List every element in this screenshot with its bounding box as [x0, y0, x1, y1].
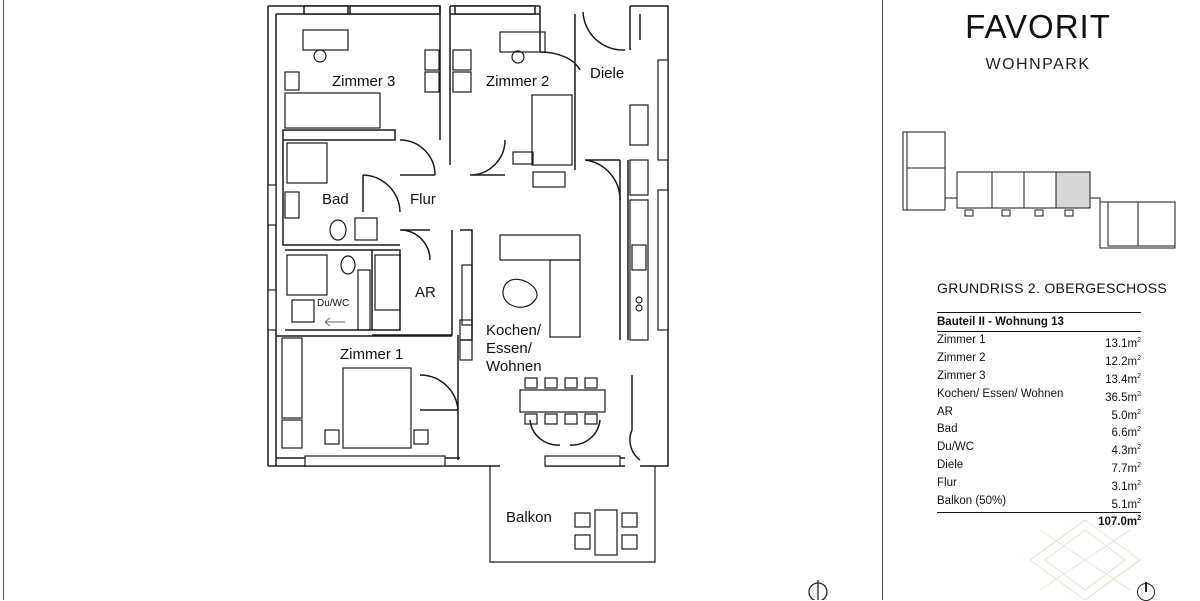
- room-area: 4.3m2: [1111, 444, 1141, 458]
- label-wohnen: Wohnen: [486, 358, 542, 375]
- wall-z3-bad: [282, 129, 396, 141]
- unit-highlight: [1055, 171, 1091, 209]
- label-flur: Flur: [410, 191, 436, 208]
- wall-z1: [276, 335, 459, 460]
- label-bad: Bad: [322, 191, 349, 208]
- door-z1: [419, 374, 459, 411]
- label-zimmer2: Zimmer 2: [486, 73, 549, 90]
- room-area: 5.1m2: [1111, 498, 1141, 511]
- room-area: 3.1m2: [1111, 480, 1141, 493]
- door-diele: [584, 159, 621, 201]
- room-name: Bad: [937, 423, 958, 436]
- door-bad: [362, 174, 401, 213]
- label-ar: AR: [415, 284, 436, 301]
- label-essen: Essen/: [486, 340, 533, 357]
- room-name: Zimmer 1: [937, 334, 986, 346]
- key-plan: [902, 131, 1176, 249]
- decorative-pattern: [1030, 520, 1140, 600]
- bad-outline: [282, 140, 400, 246]
- right-frame-line: [882, 0, 883, 600]
- room-name: Balkon (50%): [937, 495, 1007, 508]
- label-kochen: Kochen/: [486, 322, 542, 339]
- room-area: 36.5m2: [1105, 390, 1141, 404]
- kitchen-counter-wall: [619, 160, 629, 340]
- room-area: 12.2m2: [1105, 354, 1141, 368]
- area-row: Balkon (50%) 5.1m2: [937, 493, 1141, 511]
- north-arrow-icon: [808, 580, 828, 600]
- room-area: 7.7m2: [1111, 462, 1141, 476]
- north-arrow-icon: [1137, 582, 1155, 601]
- area-row: Zimmer 2 12.2m2: [937, 350, 1141, 368]
- brand-logo: FAVORIT WOHNPARK: [938, 8, 1138, 74]
- room-area: 6.6m2: [1111, 426, 1141, 440]
- area-row: AR 5.0m2: [937, 404, 1141, 422]
- area-row: Kochen/ Essen/ Wohnen 36.5m2: [937, 386, 1141, 404]
- label-diele: Diele: [590, 65, 624, 82]
- unit-heading: Bauteil II - Wohnung 13: [937, 312, 1141, 332]
- label-duwc: Du/WC: [317, 298, 349, 309]
- brand-title: FAVORIT: [965, 8, 1111, 45]
- room-name: Diele: [937, 459, 964, 472]
- area-row: Du/WC 4.3m2: [937, 439, 1141, 457]
- label-balkon: Balkon: [506, 509, 552, 526]
- wall-z3-z2: [439, 6, 451, 165]
- label-zimmer1: Zimmer 1: [340, 346, 403, 363]
- room-name: Kochen/ Essen/ Wohnen: [937, 387, 1064, 400]
- ar-outline: [371, 230, 453, 336]
- door-z2: [469, 139, 506, 176]
- room-area: 13.1m2: [1105, 337, 1141, 350]
- room-area: 13.4m2: [1105, 372, 1141, 386]
- area-row: Bad 6.6m2: [937, 421, 1141, 439]
- brand-subtitle: WOHNPARK: [985, 56, 1091, 73]
- room-name: Flur: [937, 477, 957, 490]
- total-area: 107.0m2: [937, 511, 1141, 528]
- window-east: [629, 375, 641, 461]
- duwc-outline: [285, 249, 401, 331]
- door-z3: [399, 139, 436, 176]
- area-row: Zimmer 3 13.4m2: [937, 368, 1141, 386]
- area-row: Zimmer 1 13.1m2: [937, 332, 1141, 350]
- floor-plan: Zimmer 3 Zimmer 2 Diele Bad Flur Du/WC A…: [267, 5, 828, 600]
- floorplan-title: GRUNDRISS 2. OBERGESCHOSS: [937, 280, 1167, 296]
- west-wall: [267, 6, 277, 466]
- room-area: 5.0m2: [1111, 408, 1141, 422]
- door-ar: [399, 229, 431, 261]
- room-name: Zimmer 2: [937, 351, 986, 364]
- left-frame-line: [3, 0, 4, 600]
- label-zimmer3: Zimmer 3: [332, 73, 395, 90]
- arrow-icon: [324, 317, 345, 327]
- area-row: Diele 7.7m2: [937, 457, 1141, 475]
- room-name: AR: [937, 405, 953, 418]
- east-wall-inner: [629, 6, 641, 50]
- area-row: Flur 3.1m2: [937, 475, 1141, 493]
- room-name: Zimmer 3: [937, 369, 986, 382]
- room-name: Du/WC: [937, 441, 975, 454]
- entry-door: [582, 11, 626, 51]
